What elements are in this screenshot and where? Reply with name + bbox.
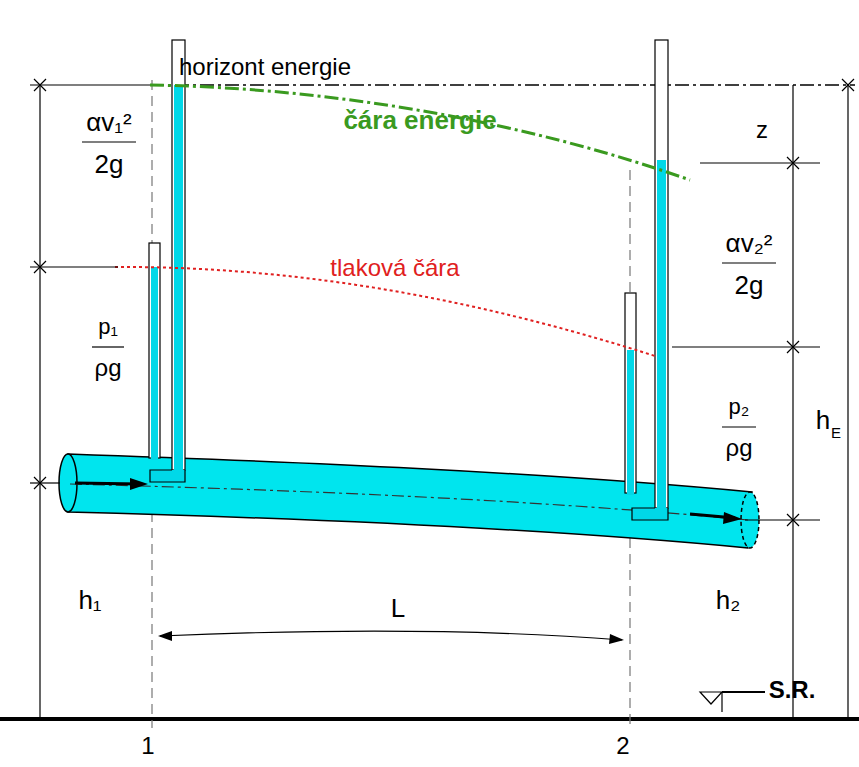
pressure-head-num: p₁	[98, 316, 118, 338]
section-number: 1	[141, 734, 154, 758]
velocity-head-num: αv₂²	[726, 230, 773, 256]
pressure-head-num: p₂	[729, 396, 750, 418]
height-label: h₂	[716, 587, 741, 613]
height-label: h₁	[78, 587, 101, 613]
pressure-head-den: ρg	[95, 356, 122, 380]
velocity-head-num: αv₁²	[86, 109, 131, 135]
velocity-head-den: 2g	[95, 151, 124, 177]
energy-height-subscript: E	[831, 425, 841, 440]
energy-height-label: h	[816, 407, 830, 433]
horizon-label: horizont energie	[179, 55, 351, 79]
energy-line-label: čára energie	[343, 107, 496, 133]
reference-plane-label: S.R.	[769, 678, 816, 702]
length-label: L	[391, 595, 405, 621]
section-number: 2	[616, 734, 629, 758]
pressure-head-den: ρg	[726, 436, 753, 460]
velocity-head-den: 2g	[735, 272, 764, 298]
loss-label: z	[756, 118, 768, 142]
pressure-line-label: tlaková čára	[330, 256, 459, 280]
